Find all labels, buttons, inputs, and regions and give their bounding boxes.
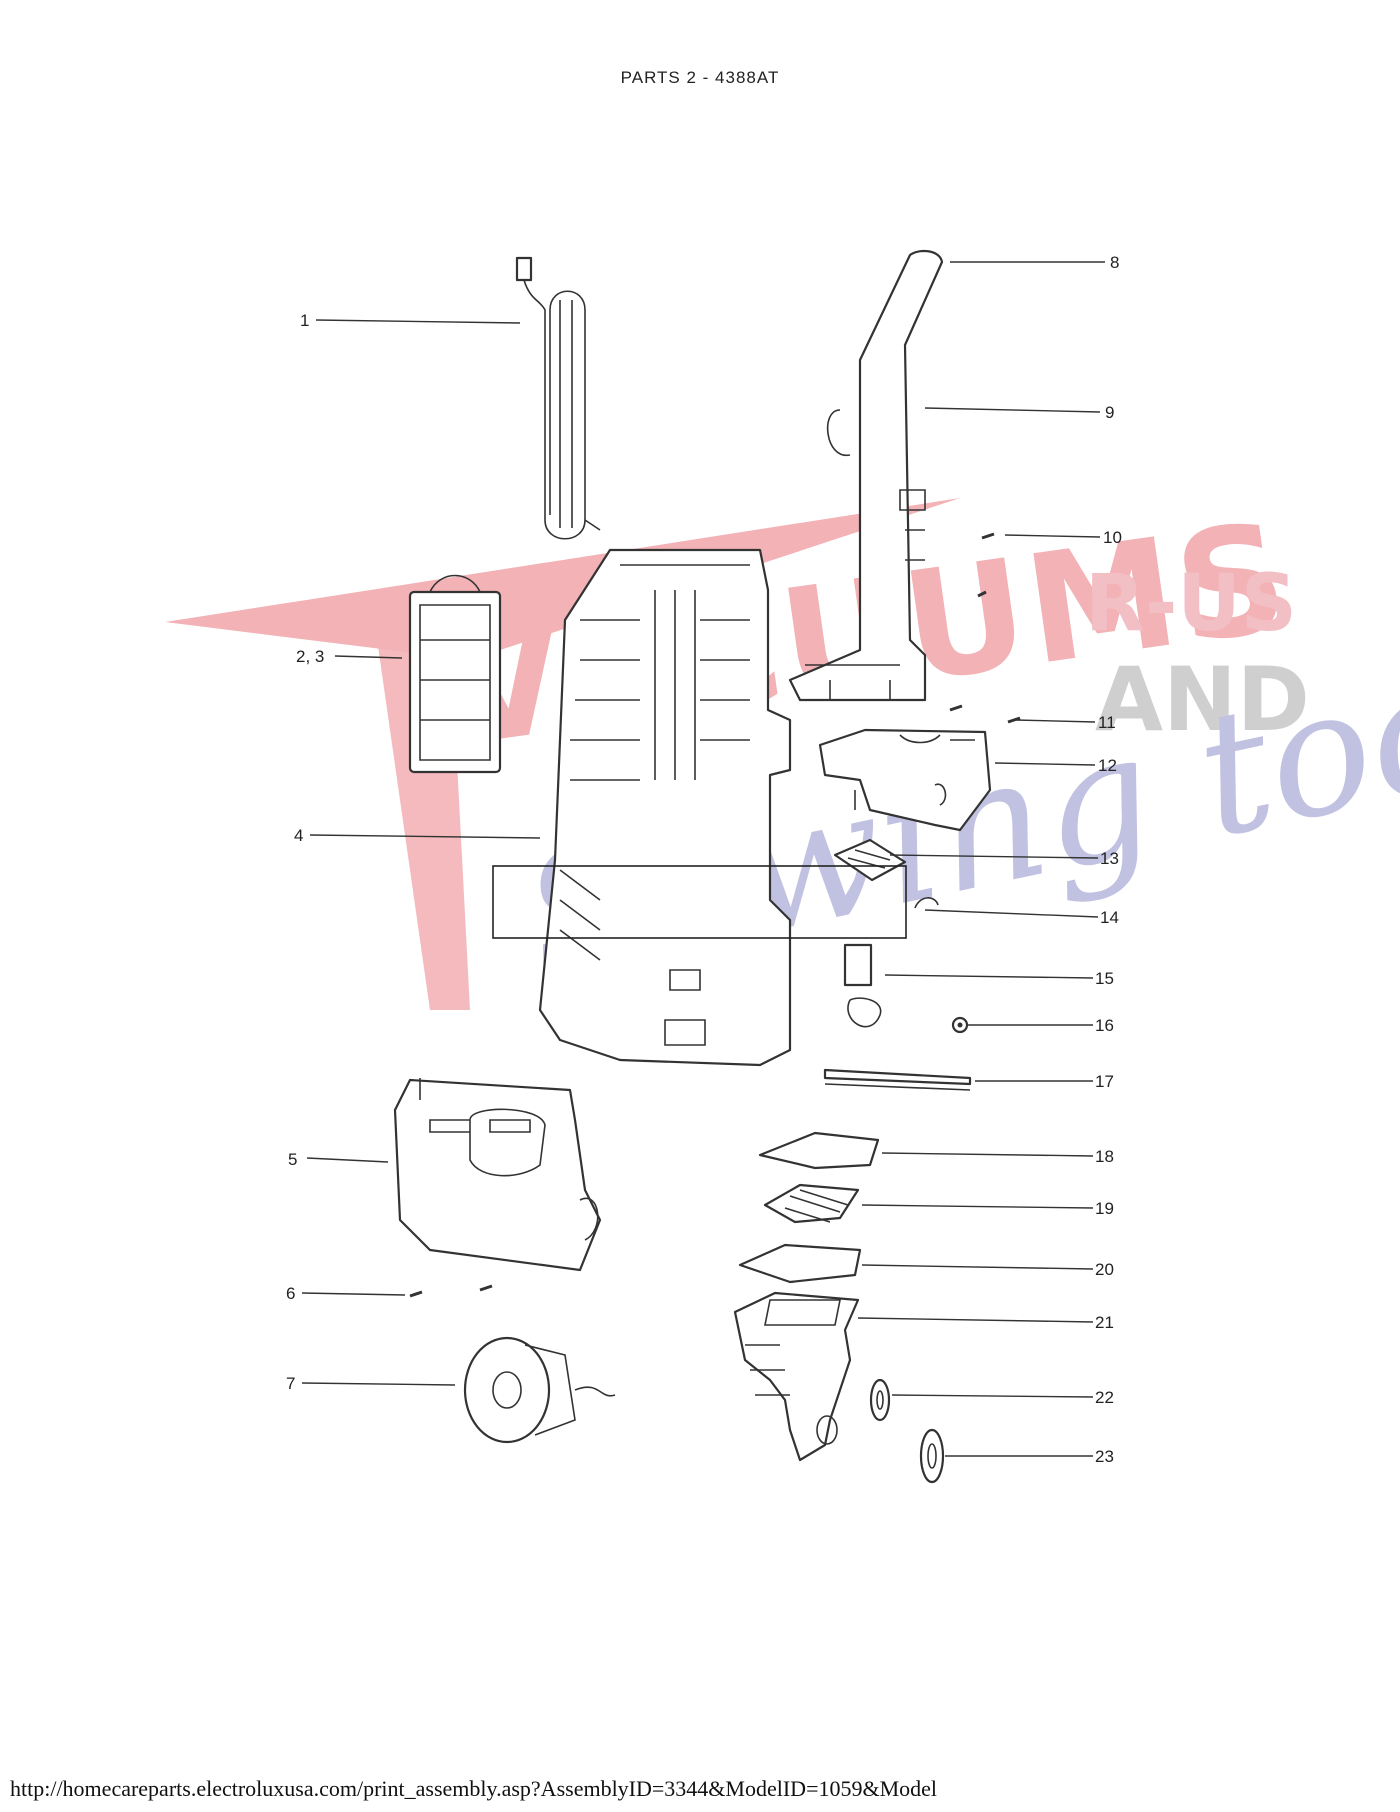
part-8-9-handle (788, 249, 944, 702)
part-19-screen (763, 1183, 860, 1224)
callout-18: 18 (1095, 1147, 1114, 1166)
watermark-swoosh (165, 498, 960, 660)
part-10-11-screws (949, 532, 1021, 724)
part-22-washer (869, 1378, 891, 1422)
callout-13: 13 (1100, 849, 1119, 868)
callout-labels: 1 2, 3 4 5 6 7 8 9 10 11 12 13 14 15 16 … (286, 253, 1122, 1466)
part-14-spring (914, 897, 939, 909)
callout-16: 16 (1095, 1016, 1114, 1035)
part-16-grommet (951, 1016, 969, 1034)
callout-12: 12 (1098, 756, 1117, 775)
callout-10: 10 (1103, 528, 1122, 547)
watermark-rus: R-US (1085, 559, 1297, 649)
footer-url: http://homecareparts.electroluxusa.com/p… (10, 1776, 938, 1801)
part-15-latch (843, 943, 882, 1028)
callout-14: 14 (1100, 908, 1119, 927)
callout-23: 23 (1095, 1447, 1114, 1466)
highlight-box (492, 865, 907, 939)
part-7-motor (463, 1336, 616, 1444)
callout-7: 7 (286, 1374, 295, 1393)
page-title: PARTS 2 - 4388AT (620, 68, 780, 87)
part-1-power-cord (515, 256, 601, 540)
part-21-duct (733, 1291, 860, 1462)
part-4-main-body (538, 548, 792, 1067)
callout-5: 5 (288, 1150, 297, 1169)
leader-lines (301, 261, 1105, 1457)
callout-4: 4 (294, 826, 303, 845)
callout-6: 6 (286, 1284, 295, 1303)
callout-19: 19 (1095, 1199, 1114, 1218)
callout-22: 22 (1095, 1388, 1114, 1407)
callout-15: 15 (1095, 969, 1114, 988)
callout-9: 9 (1105, 403, 1114, 422)
callout-21: 21 (1095, 1313, 1114, 1332)
part-5-bag-housing (393, 1078, 602, 1272)
part-18-filter-pad (758, 1131, 880, 1170)
part-17-rod (823, 1068, 972, 1091)
callout-1: 1 (300, 311, 309, 330)
part-2-3-filter (408, 574, 502, 774)
callout-20: 20 (1095, 1260, 1114, 1279)
part-12-handle-base (818, 728, 992, 832)
part-6-screws (409, 1284, 493, 1298)
part-23-wheel (919, 1428, 945, 1484)
callout-11: 11 (1098, 713, 1116, 732)
callout-8: 8 (1110, 253, 1119, 272)
part-20-filter-frame (738, 1243, 862, 1284)
callout-17: 17 (1095, 1072, 1114, 1091)
callout-2-3: 2, 3 (296, 647, 324, 666)
watermark-and: AND (1095, 648, 1310, 751)
